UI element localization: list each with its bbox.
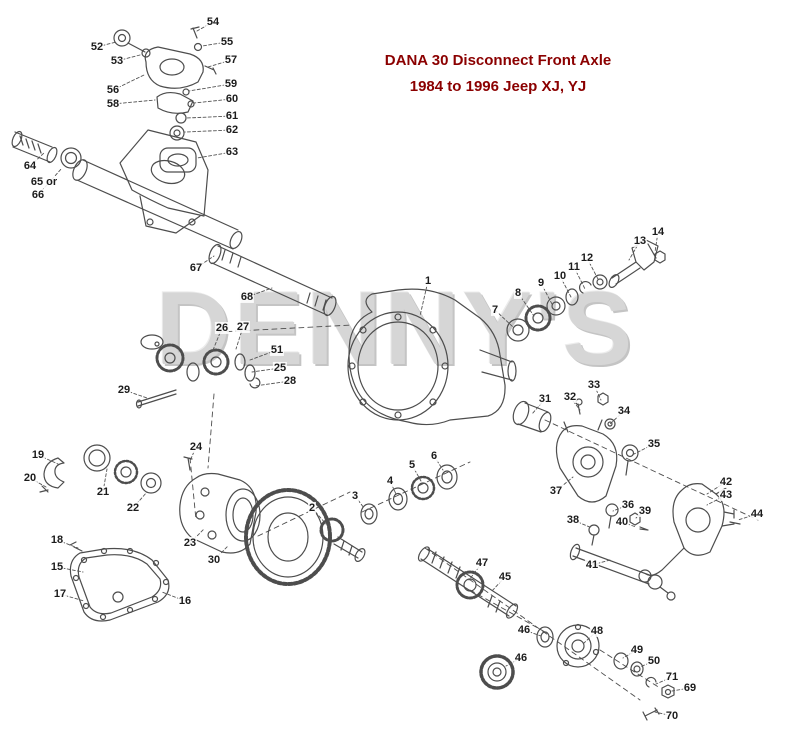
- inner-axle-parts: [506, 274, 608, 342]
- part-callout-50: 50: [646, 654, 662, 668]
- part-callout-46: 46: [513, 651, 529, 665]
- pilot-bearing: [60, 147, 82, 169]
- part-callout-61: 61: [224, 109, 240, 123]
- part-callout-36: 36: [620, 498, 636, 512]
- diagram-title: DANA 30 Disconnect Front Axle 1984 to 19…: [346, 48, 650, 100]
- part-callout-65-or: 65 or: [29, 175, 59, 189]
- part-callout-25: 25: [272, 361, 288, 375]
- part-callout-5: 5: [407, 458, 417, 472]
- title-line-2: 1984 to 1996 Jeep XJ, YJ: [409, 78, 587, 95]
- part-callout-27: 27: [235, 320, 251, 334]
- part-callout-52: 52: [89, 40, 105, 54]
- axle-housing-tube: [72, 129, 243, 250]
- pinion-bearings: [360, 464, 458, 525]
- part-callout-18: 18: [49, 533, 65, 547]
- part-callout-60: 60: [224, 92, 240, 106]
- part-callout-41: 41: [584, 558, 600, 572]
- part-callout-35: 35: [646, 437, 662, 451]
- knuckle-small-parts: [575, 392, 649, 546]
- part-callout-59: 59: [223, 77, 239, 91]
- vent-tube: [11, 130, 58, 164]
- part-callout-37: 37: [548, 484, 564, 498]
- part-callout-21: 21: [95, 485, 111, 499]
- spider-gear-cluster: [135, 334, 261, 409]
- part-callout-24: 24: [188, 440, 204, 454]
- part-callout-62: 62: [224, 123, 240, 137]
- part-callout-11: 11: [567, 260, 581, 274]
- part-callout-67: 67: [188, 261, 204, 275]
- part-callout-28: 28: [282, 374, 298, 388]
- steering-knuckle: [555, 419, 618, 503]
- part-callout-34: 34: [616, 404, 632, 418]
- part-callout-4: 4: [385, 474, 395, 488]
- part-callout-56: 56: [105, 83, 121, 97]
- part-callout-53: 53: [109, 54, 125, 68]
- part-callout-69: 69: [682, 681, 698, 695]
- differential-housing: [347, 288, 517, 426]
- part-callout-43: 43: [718, 488, 734, 502]
- axle-stub-yoke: [608, 239, 666, 288]
- part-callout-58: 58: [105, 97, 121, 111]
- part-callout-30: 30: [206, 553, 222, 567]
- part-callout-57: 57: [223, 53, 239, 67]
- part-callout-10: 10: [552, 269, 568, 283]
- part-callout-70: 70: [664, 709, 680, 723]
- part-callout-12: 12: [579, 251, 595, 265]
- part-callout-66: 66: [30, 188, 46, 202]
- diff-case: [179, 472, 261, 554]
- pinion-gear: [319, 517, 366, 562]
- part-callout-14: 14: [650, 225, 666, 239]
- guide-lines: [189, 324, 759, 701]
- part-callout-13: 13: [632, 234, 648, 248]
- part-callout-38: 38: [565, 513, 581, 527]
- part-callout-45: 45: [497, 570, 513, 584]
- part-callout-9: 9: [536, 276, 546, 290]
- part-callout-49: 49: [629, 643, 645, 657]
- part-callout-54: 54: [205, 15, 221, 29]
- part-callout-31: 31: [537, 392, 553, 406]
- part-callout-29: 29: [116, 383, 132, 397]
- hub-and-washers: [479, 623, 675, 721]
- part-callout-46: 46: [516, 623, 532, 637]
- part-callout-64: 64: [22, 159, 38, 173]
- part-callout-47: 47: [474, 556, 490, 570]
- part-callout-6: 6: [429, 449, 439, 463]
- part-callout-51: 51: [269, 343, 285, 357]
- part-callout-15: 15: [49, 560, 65, 574]
- part-callout-39: 39: [637, 504, 653, 518]
- shift-motor-parts: [113, 26, 217, 173]
- part-callout-40: 40: [614, 515, 630, 529]
- part-callout-16: 16: [177, 594, 193, 608]
- part-callout-2: 2: [307, 501, 317, 515]
- spindle: [512, 400, 552, 433]
- bearing-caps: [39, 444, 162, 494]
- part-callout-17: 17: [52, 587, 68, 601]
- title-line-1: DANA 30 Disconnect Front Axle: [384, 52, 612, 69]
- part-callout-71: 71: [664, 670, 680, 684]
- part-callout-55: 55: [219, 35, 235, 49]
- part-callout-33: 33: [586, 378, 602, 392]
- part-callout-63: 63: [224, 145, 240, 159]
- part-callout-1: 1: [423, 274, 433, 288]
- part-callout-68: 68: [239, 290, 255, 304]
- part-callout-20: 20: [22, 471, 38, 485]
- part-callout-3: 3: [350, 489, 360, 503]
- part-callout-48: 48: [589, 624, 605, 638]
- part-callout-23: 23: [182, 536, 198, 550]
- part-callout-26: 26: [214, 321, 230, 335]
- part-callout-22: 22: [125, 501, 141, 515]
- part-callout-8: 8: [513, 286, 523, 300]
- part-callout-32: 32: [562, 390, 578, 404]
- part-callout-19: 19: [30, 448, 46, 462]
- part-callout-42: 42: [718, 475, 734, 489]
- part-callout-7: 7: [490, 303, 500, 317]
- part-callout-44: 44: [749, 507, 765, 521]
